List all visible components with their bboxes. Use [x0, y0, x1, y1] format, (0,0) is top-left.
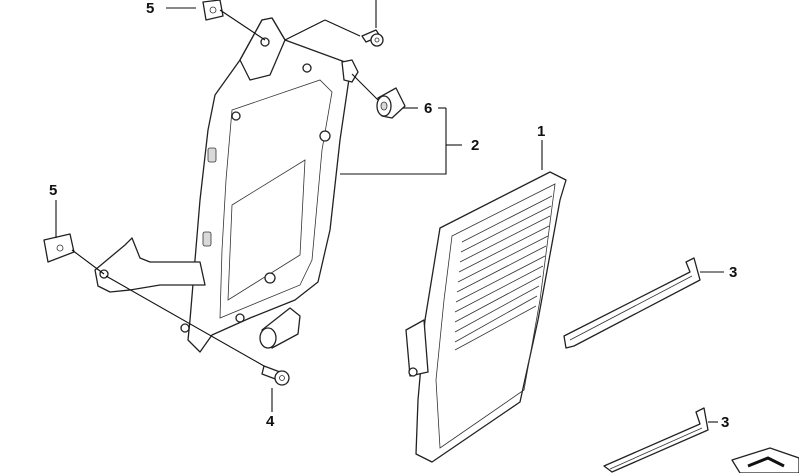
callout-4: 4: [266, 413, 275, 430]
rubber-buffer: [376, 87, 406, 119]
carrier-bracket: [94, 17, 359, 353]
screw-bottom: [261, 365, 290, 386]
leader-lines: [55, 0, 724, 423]
screw-top: [361, 29, 384, 47]
clip-nut-lower: [43, 233, 75, 263]
callout-3-upper: 3: [729, 264, 738, 281]
callout-3-lower: 3: [721, 414, 730, 431]
holder-clip-upper: [563, 257, 701, 349]
callout-5-top: 5: [146, 0, 155, 17]
cooling-fins: [454, 195, 553, 351]
callout-1: 1: [537, 123, 546, 140]
holder-clip-lower: [603, 407, 709, 473]
callout-6: 6: [424, 100, 433, 117]
amplifier-module: [405, 171, 567, 463]
callout-5-lower: 5: [49, 182, 58, 199]
corner-logo: [731, 447, 799, 473]
clip-nut-top: [202, 0, 224, 21]
callout-2: 2: [471, 137, 480, 154]
